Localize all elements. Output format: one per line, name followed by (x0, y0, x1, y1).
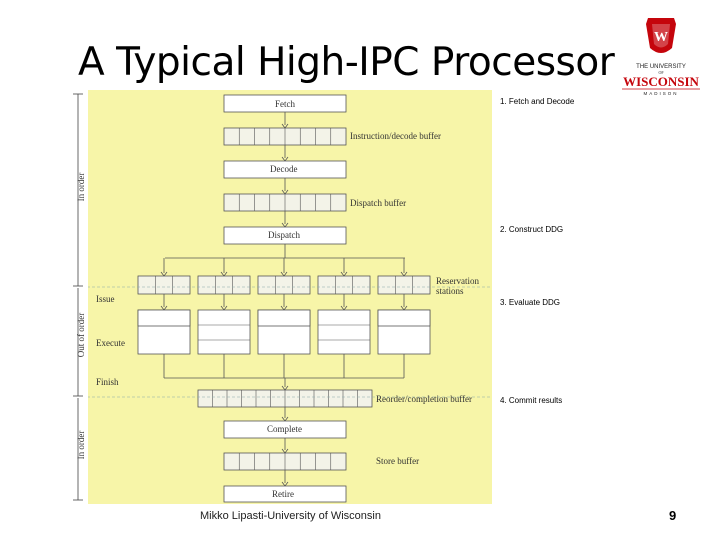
retire-box (223, 485, 347, 503)
reservation-station-4 (377, 275, 431, 295)
uw-madison-logo: W THE UNIVERSITY OF WISCONSIN MADISON (622, 18, 700, 96)
fu-single-0 (137, 309, 191, 327)
store-buffer-label: Store buffer (376, 456, 420, 466)
execute-label: Execute (96, 338, 125, 348)
reservation-station-2 (257, 275, 311, 295)
complete-label: Complete (267, 424, 302, 434)
reservation-station-1 (197, 275, 251, 295)
issue-label: Issue (96, 294, 115, 304)
reorder-buffer-label: Reorder/completion buffer (376, 394, 473, 404)
footer-text: Mikko Lipasti-University of Wisconsin (200, 510, 381, 522)
fetch-label: Fetch (275, 99, 295, 109)
fu-single-4 (377, 309, 431, 327)
functional-unit-3 (317, 309, 371, 355)
slide-title: A Typical High-IPC Processor (78, 40, 615, 85)
decode-label: Decode (270, 164, 298, 174)
logo-line2: OF (658, 70, 664, 75)
reservation-station-3 (317, 275, 371, 295)
step-2: 2. Construct DDG (500, 225, 564, 234)
step-4: 4. Commit results (500, 396, 563, 405)
finish-label: Finish (96, 377, 119, 387)
page-number: 9 (669, 508, 677, 523)
logo-line3: WISCONSIN (623, 74, 699, 89)
pipeline-diagram (88, 90, 492, 504)
crest-letter: W (654, 30, 668, 45)
diagram-shapes (88, 94, 492, 503)
crest-shield (646, 18, 676, 53)
dispatch-label: Dispatch (268, 230, 300, 240)
reservation-station-0 (137, 275, 191, 295)
crest-inner (652, 24, 670, 48)
instruction-buffer-label: Instruction/decode buffer (350, 131, 442, 141)
reservation-label-2: stations (436, 286, 464, 296)
step-1: 1. Fetch and Decode (500, 97, 575, 106)
retire-label: Retire (272, 489, 294, 499)
functional-unit-1 (197, 309, 251, 355)
logo-line4: MADISON (643, 91, 678, 96)
fu-single-2 (257, 309, 311, 327)
side-brackets (73, 93, 83, 501)
step-3: 3. Evaluate DDG (500, 298, 561, 307)
logo-line1: THE UNIVERSITY (636, 64, 686, 70)
dispatch-buffer-label: Dispatch buffer (350, 198, 407, 208)
diagram-background (88, 90, 492, 504)
reservation-label-1: Reservation (436, 276, 479, 286)
